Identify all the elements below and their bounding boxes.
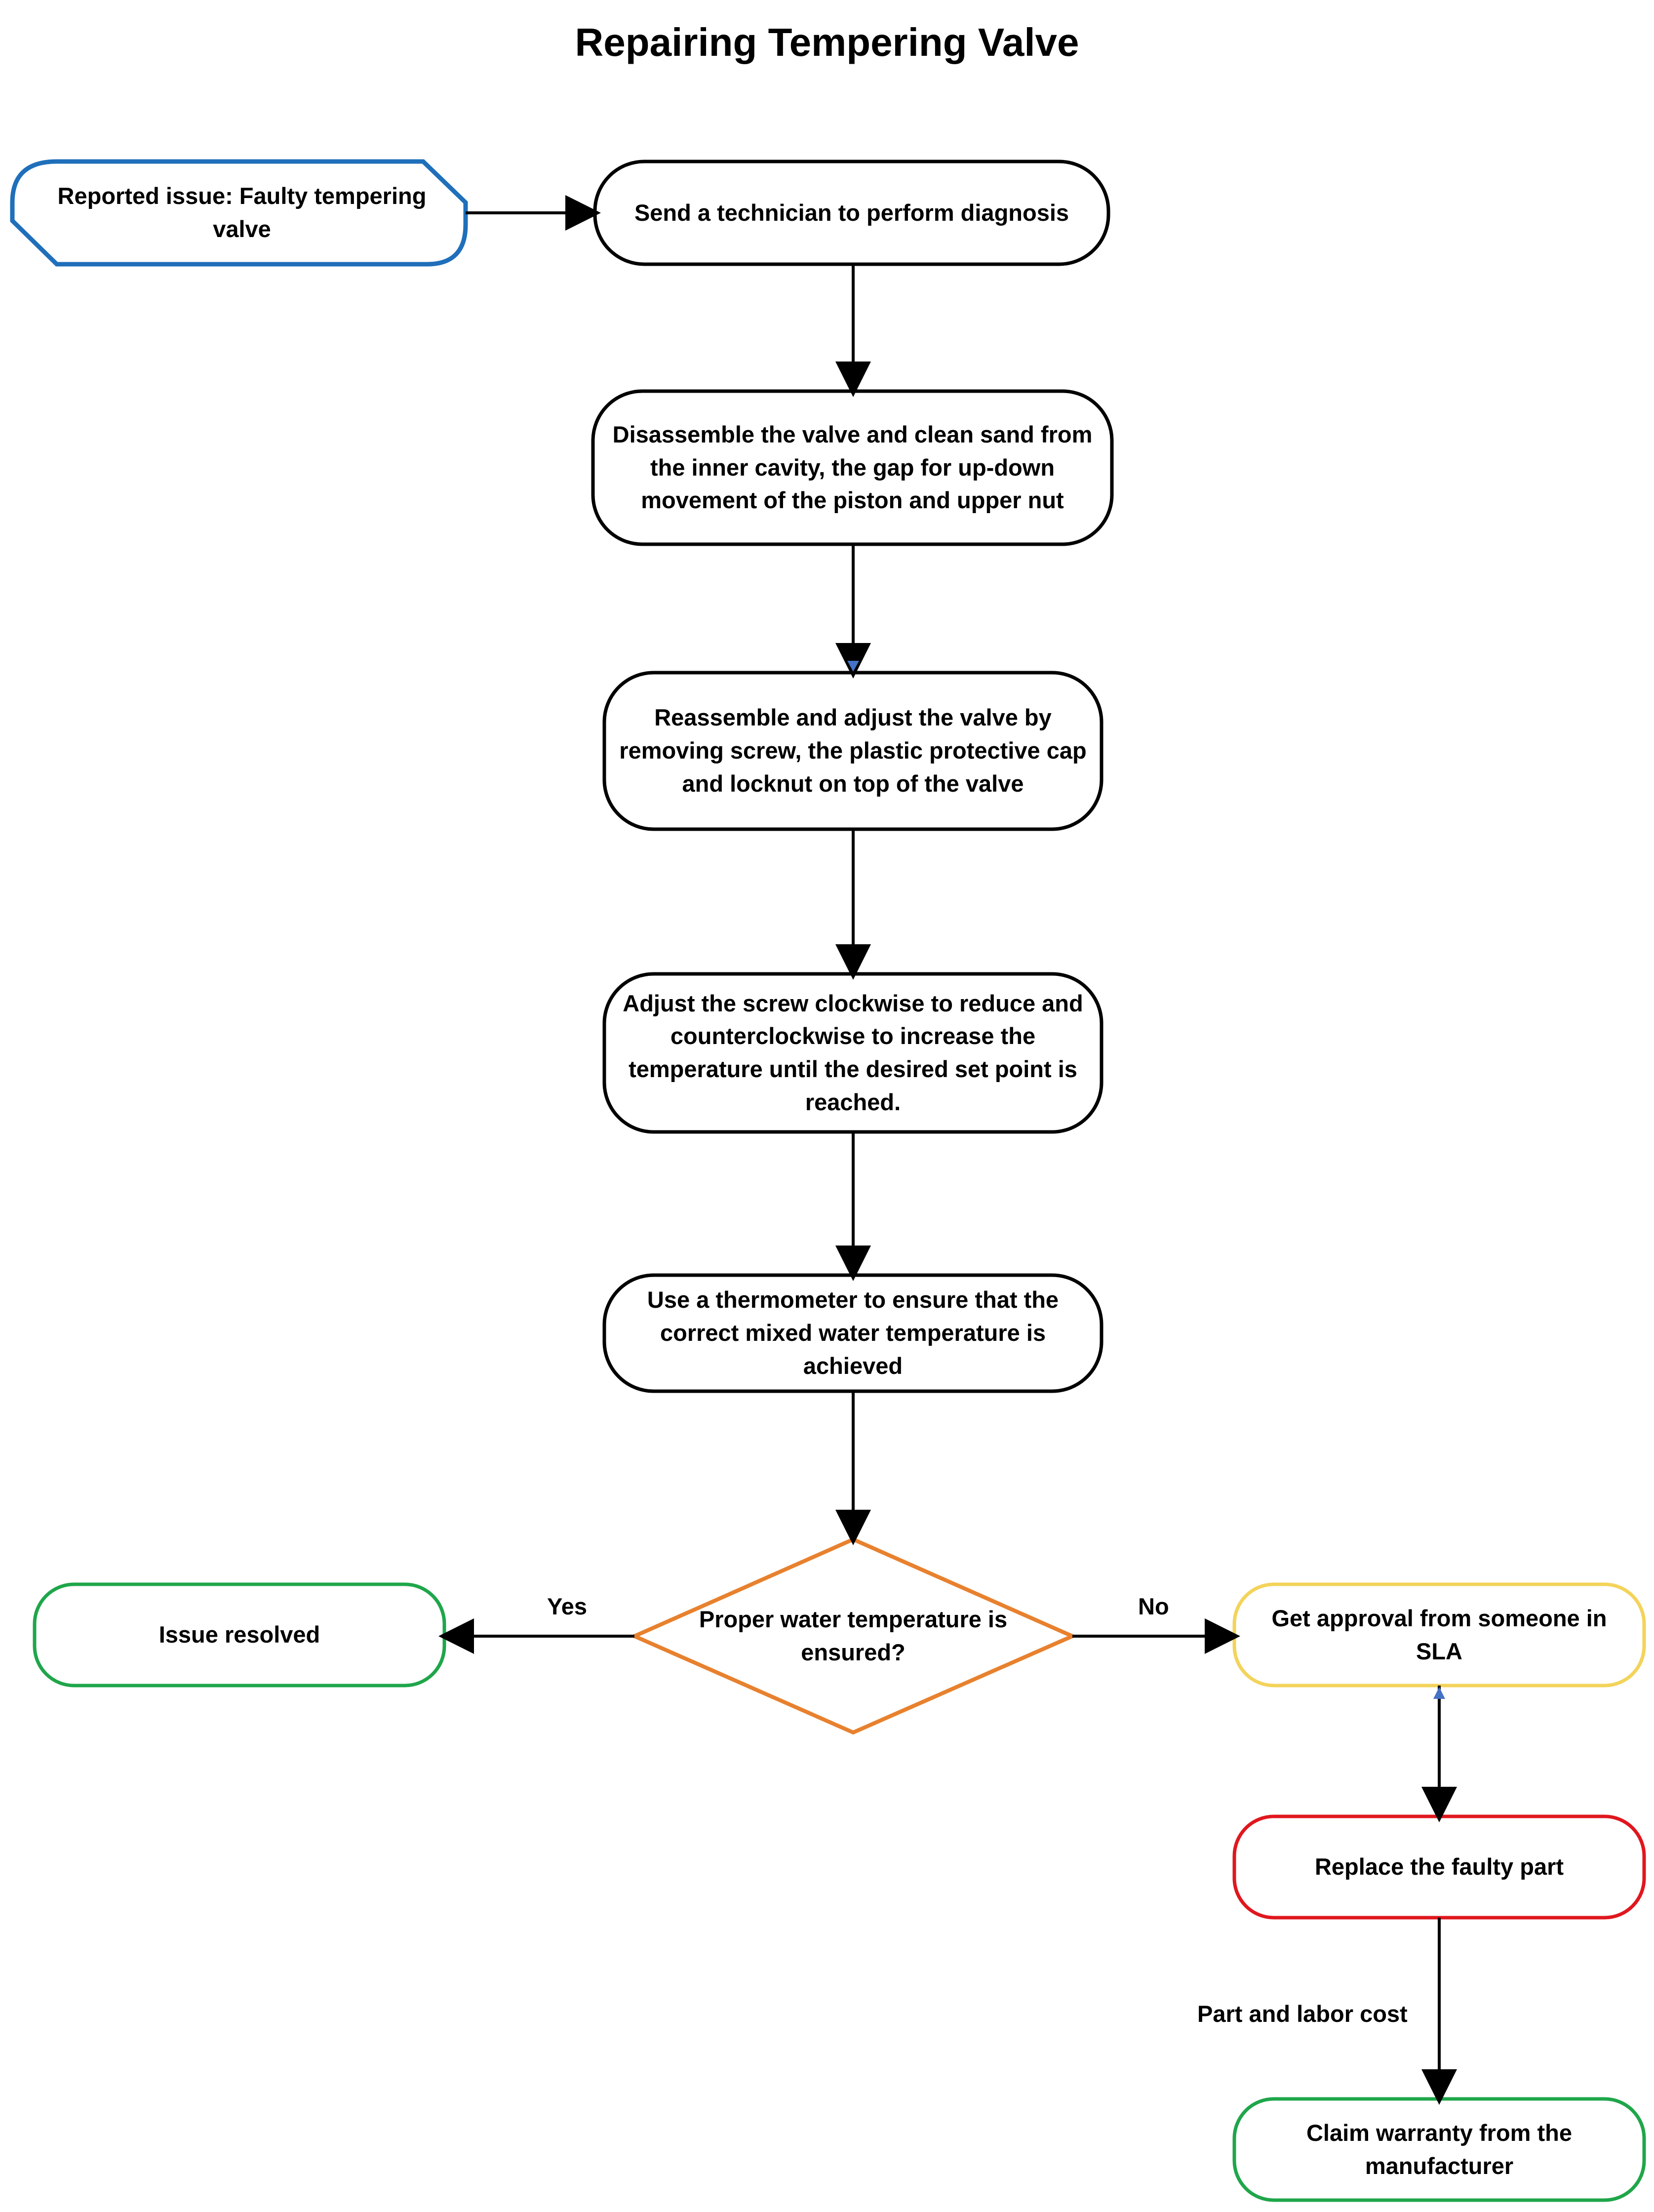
decision-node-shape xyxy=(630,1537,1077,1735)
page-title: Repairing Tempering Valve xyxy=(575,20,1079,64)
reassemble-node-label: Reassemble and adjust the valve by remov… xyxy=(619,704,1087,797)
resolved-node-label: Issue resolved xyxy=(158,1621,320,1648)
edge-label-no: No xyxy=(1138,1593,1169,1619)
edge-label-yes: Yes xyxy=(547,1593,588,1619)
adjust-screw-node-label: Adjust the screw clockwise to reduce and… xyxy=(623,990,1083,1115)
decision-node-label: Proper water temperature is ensured? xyxy=(699,1606,1008,1665)
edge-label-cost: Part and labor cost xyxy=(1197,2001,1408,2027)
disassemble-node-label: Disassemble the valve and clean sand fro… xyxy=(612,421,1093,514)
edge-disassemble-accent-tip xyxy=(847,661,859,672)
start-node-label: Reported issue: Faulty tempering valve xyxy=(57,183,427,242)
replace-node-label: Replace the faulty part xyxy=(1314,1853,1564,1880)
start-node-shape xyxy=(10,159,468,267)
send-technician-node-label: Send a technician to perform diagnosis xyxy=(634,199,1069,226)
edge-replace-to-approval-tip xyxy=(1433,1687,1445,1699)
thermometer-node-label: Use a thermometer to ensure that the cor… xyxy=(647,1287,1059,1379)
approval-node-label: Get approval from someone in SLA xyxy=(1271,1605,1607,1664)
warranty-node-label: Claim warranty from the manufacturer xyxy=(1306,2119,1573,2179)
